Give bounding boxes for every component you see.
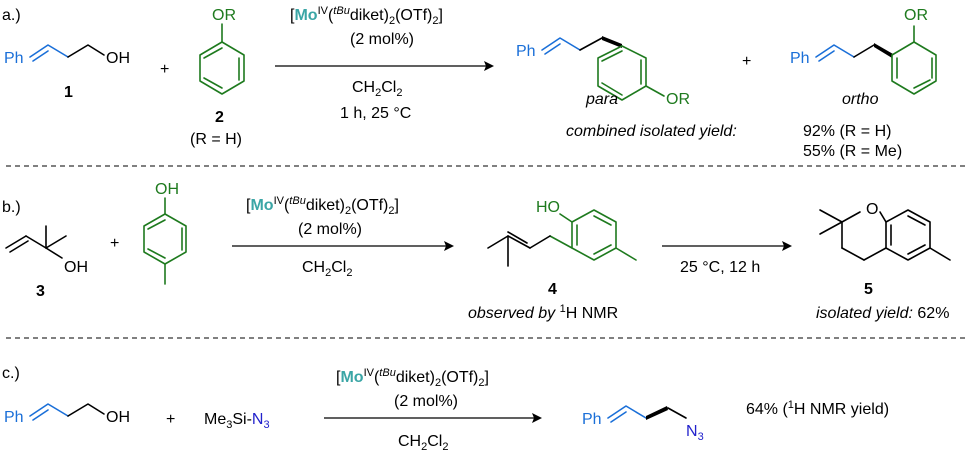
panel-a-label: a.) bbox=[2, 7, 21, 24]
product-chromane-5: O bbox=[819, 201, 951, 261]
plus-sign-c: + bbox=[166, 411, 175, 428]
para-label: para bbox=[585, 91, 618, 108]
reactant-cinnamyl-alcohol-c: Ph OH bbox=[4, 403, 130, 426]
reactant-phenol-2: OR bbox=[199, 7, 245, 95]
nmr-yield-c: 64% (1H NMR yield) bbox=[746, 399, 889, 418]
combined-yield-label: combined isolated yield: bbox=[566, 123, 737, 140]
plus-sign: + bbox=[160, 61, 169, 78]
compound-number-5: 5 bbox=[864, 281, 873, 298]
catalyst-label-b: [MoIV(tBudiket)2(OTf)2] bbox=[246, 195, 399, 217]
svg-text:OR: OR bbox=[904, 7, 928, 24]
observed-by-nmr: observed by 1H NMR bbox=[468, 303, 618, 322]
isolated-yield-5: isolated yield: 62% bbox=[816, 305, 949, 322]
svg-text:OR: OR bbox=[666, 91, 690, 108]
solvent-b: CH2Cl2 bbox=[302, 259, 352, 279]
catalyst-label-c: [MoIV(tBudiket)2(OTf)2] bbox=[336, 367, 489, 389]
reactant-p-cresol: OH bbox=[143, 181, 187, 285]
phenyl-label: Ph bbox=[4, 50, 24, 67]
or-label: OR bbox=[212, 7, 236, 24]
catalyst-loading-a: (2 mol%) bbox=[350, 31, 414, 48]
compound-number-4: 4 bbox=[548, 281, 557, 298]
svg-text:OH: OH bbox=[64, 259, 88, 276]
svg-text:N3: N3 bbox=[686, 423, 704, 443]
conditions-b2: 25 °C, 12 h bbox=[680, 259, 760, 276]
ortho-label: ortho bbox=[842, 91, 879, 108]
svg-text:Ph: Ph bbox=[582, 411, 602, 428]
catalyst-loading-c: (2 mol%) bbox=[394, 393, 458, 410]
yield-r-h: 92% (R = H) bbox=[803, 123, 891, 140]
solvent-c: CH2Cl2 bbox=[398, 433, 448, 453]
intermediate-4: HO bbox=[487, 199, 637, 267]
product-cinnamyl-azide: Ph N3 bbox=[582, 405, 704, 443]
plus-sign-products: + bbox=[742, 53, 751, 70]
alkene-bond bbox=[29, 44, 69, 58]
tms-azide: Me3Si-N3 bbox=[204, 411, 270, 431]
r-definition: (R = H) bbox=[190, 131, 242, 148]
svg-text:Ph: Ph bbox=[516, 43, 536, 60]
catalyst-label-a: [MoIV(tBudiket)2(OTf)2] bbox=[290, 5, 443, 27]
reactant-cinnamyl-alcohol-a: Ph OH bbox=[4, 44, 130, 67]
svg-text:HO: HO bbox=[536, 199, 560, 216]
svg-text:Ph: Ph bbox=[790, 50, 810, 67]
product-para: Ph OR bbox=[516, 36, 690, 108]
svg-text:OH: OH bbox=[155, 181, 179, 198]
yield-r-me: 55% (R = Me) bbox=[803, 143, 902, 160]
compound-number-1: 1 bbox=[64, 84, 73, 101]
svg-text:Ph: Ph bbox=[4, 409, 24, 426]
hydroxyl-label: OH bbox=[106, 50, 130, 67]
compound-number-3: 3 bbox=[36, 283, 45, 300]
product-ortho: Ph OR bbox=[790, 7, 937, 95]
panel-b-label: b.) bbox=[2, 199, 21, 216]
catalyst-loading-b: (2 mol%) bbox=[298, 221, 362, 238]
compound-number-2: 2 bbox=[215, 109, 224, 126]
conditions-a: 1 h, 25 °C bbox=[340, 105, 411, 122]
plus-sign-b: + bbox=[110, 235, 119, 252]
reactant-prenyl-alcohol-3: OH bbox=[5, 225, 88, 276]
svg-text:O: O bbox=[866, 201, 878, 218]
solvent-a: CH2Cl2 bbox=[352, 79, 402, 99]
svg-text:OH: OH bbox=[106, 409, 130, 426]
panel-c-label: c.) bbox=[2, 365, 20, 382]
